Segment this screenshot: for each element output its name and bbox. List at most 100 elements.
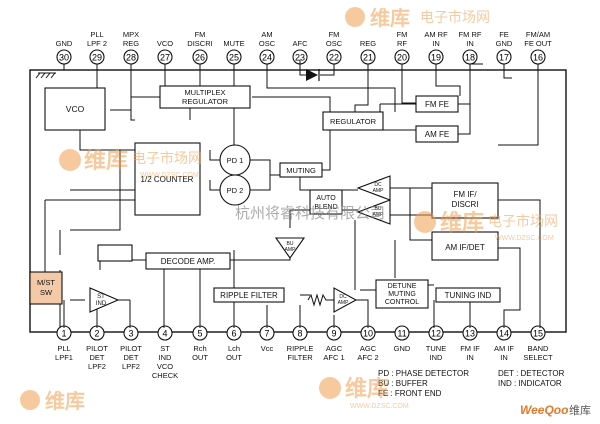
pin-label: IN: [466, 39, 474, 48]
dc-amp-lower: [333, 287, 358, 313]
pin-label: FM IF: [460, 344, 480, 353]
watermark-bottom-left: 维库: [20, 389, 85, 413]
legend-fe: FE : FRONT END: [378, 389, 442, 398]
pin-label: OSC: [259, 39, 276, 48]
pin-number: 22: [329, 53, 339, 63]
pin-label: FM/AM: [526, 30, 550, 39]
pin-number: 25: [229, 53, 239, 63]
pin-label: PILOT: [120, 344, 142, 353]
weeqoo-brand: WeeQoo: [520, 403, 568, 417]
pin-number: 28: [126, 53, 136, 63]
pd2-label: PD 2: [227, 186, 244, 195]
bottom-pin-row: 1PLLLPF12PILOTDETLPF23PILOTDETLPF24STIND…: [55, 325, 553, 380]
regulator-label: REGULATOR: [330, 117, 377, 126]
dc-amp-lower-1: DC: [339, 294, 347, 300]
pin-number: 10: [363, 329, 373, 339]
pin-number: 29: [92, 53, 102, 63]
pin-label: IN: [466, 353, 474, 362]
fm-fe-block: [415, 95, 459, 113]
pin-label: PLL: [57, 344, 70, 353]
pin-label: REG: [360, 39, 376, 48]
pin-label: GND: [56, 39, 73, 48]
dc-amp-upper-2: AMP: [373, 188, 385, 194]
pin-label: FM RF: [459, 30, 482, 39]
st-ind-amp: [89, 287, 120, 313]
bu-amp-right: [356, 199, 391, 225]
pd1-label: PD 1: [227, 156, 244, 165]
pin-number: 9: [331, 329, 336, 339]
pin-label: FILTER: [287, 353, 313, 362]
pin-label: OSC: [326, 39, 343, 48]
pin-label: REG: [123, 39, 139, 48]
pin-number: 14: [499, 329, 509, 339]
pin-number: 8: [297, 329, 302, 339]
pin-number: 26: [195, 53, 205, 63]
muting-block: [279, 162, 323, 178]
pin-circle: [428, 325, 444, 341]
wm-bl-brand: 维库: [45, 389, 85, 413]
counter-block: [134, 142, 201, 216]
am-fe-block: [415, 125, 459, 143]
weeqoo-cn: 维库: [569, 404, 591, 417]
ripple-filter-block: [213, 287, 285, 303]
pin-label: IN: [432, 39, 440, 48]
pin-number: 13: [465, 329, 475, 339]
pin-label: PLL: [90, 30, 103, 39]
wm-mid-brand: 维库: [84, 148, 128, 173]
pin-number: 15: [533, 329, 543, 339]
multiplex-label-2: REGULATOR: [182, 97, 229, 106]
wm-bottom-brand: 维库: [345, 376, 389, 401]
pin-number: 23: [295, 53, 305, 63]
pin-label: AM RF: [424, 30, 448, 39]
pin-label: AM IF: [494, 344, 514, 353]
watermark-bottom: 维库 WWW.DZSC.COM: [319, 376, 409, 410]
watermark-company: 杭州将睿科技有限公司: [235, 205, 385, 222]
pin-number: 21: [363, 53, 373, 63]
pin-label: FM: [329, 30, 340, 39]
pin-label: GND: [394, 344, 411, 353]
pin-number: 12: [431, 329, 441, 339]
ripple-label: RIPPLE FILTER: [220, 291, 278, 300]
bu-amp-right-2: AMP: [373, 212, 385, 218]
pin-number: 4: [162, 329, 167, 339]
mst-label-2: SW: [40, 288, 53, 297]
decode-amp-block: [145, 252, 231, 270]
pin-label: CHECK: [152, 371, 178, 380]
pin-label: LPF2: [122, 362, 140, 371]
legend-ind: IND : INDICATOR: [498, 379, 562, 388]
ground-symbol-icon: [35, 72, 56, 79]
pin-label: VCO: [157, 39, 173, 48]
pin-label: AFC 2: [357, 353, 378, 362]
pin-circle: [157, 325, 173, 341]
pin-label: FM: [397, 30, 408, 39]
pin-number: 11: [397, 329, 406, 339]
pin-label: SELECT: [523, 353, 553, 362]
pin-label: DET: [124, 353, 139, 362]
pin-label: Rch: [193, 344, 206, 353]
st-ind-label-1: ST: [97, 294, 105, 300]
pin-circle: [123, 325, 139, 341]
pin-label: MPX: [123, 30, 139, 39]
pin-label: AGC: [360, 344, 377, 353]
pin-number: 1: [61, 329, 66, 339]
wm-top-brand: 维库: [370, 6, 410, 30]
detune-label-3: CONTROL: [385, 299, 419, 306]
pin-label: DISCRI: [187, 39, 212, 48]
mst-label-1: M/ST: [37, 278, 55, 287]
vco-label: VCO: [66, 104, 85, 114]
am-fe-label: AM FE: [425, 130, 449, 139]
pin-label: MUTE: [223, 39, 244, 48]
pin-number: 19: [431, 53, 441, 63]
pin-number: 24: [262, 53, 272, 63]
wm-bottom-url: WWW.DZSC.COM: [350, 403, 409, 410]
pin-label: DET: [90, 353, 105, 362]
